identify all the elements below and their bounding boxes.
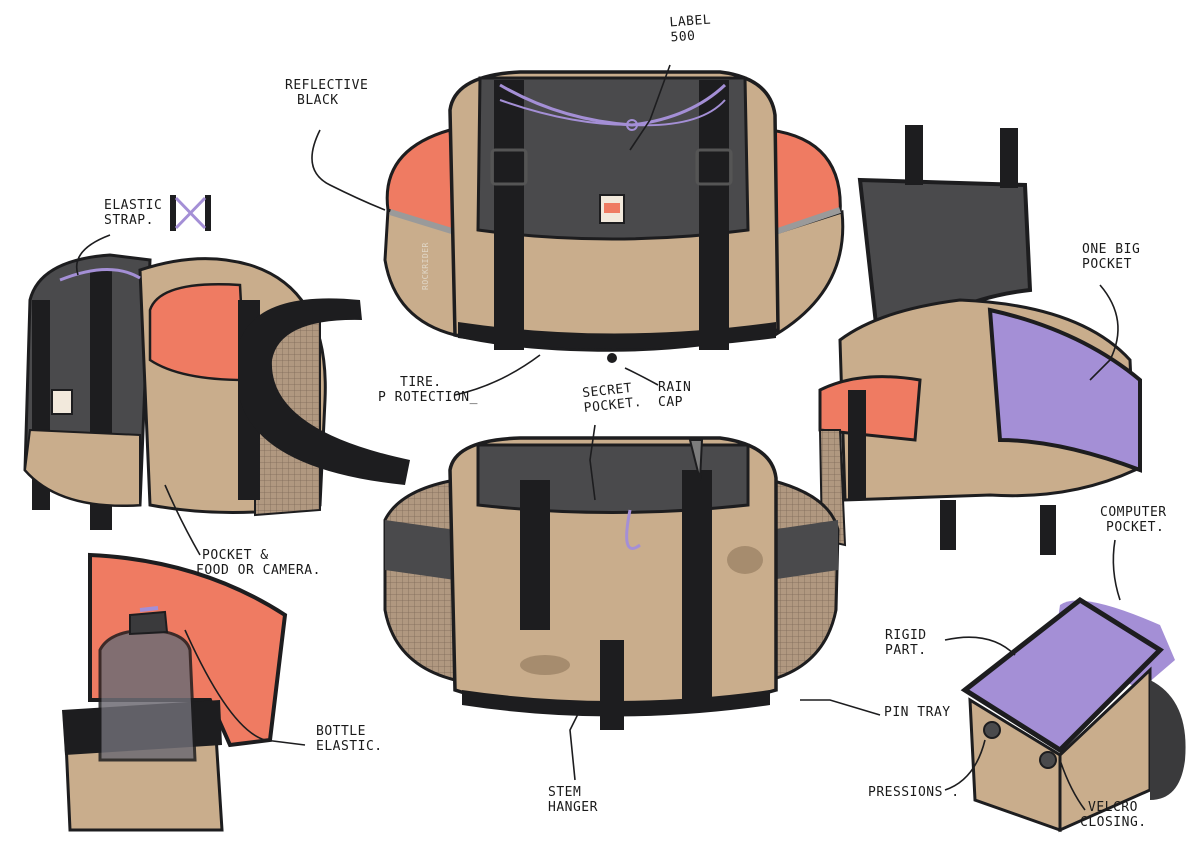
pocket-food-line2: FOOD OR CAMERA. <box>196 563 321 578</box>
one-big-pocket-line2: POCKET <box>1082 257 1132 272</box>
strap-right <box>682 470 712 700</box>
elastic-strap-line1: ELASTIC <box>104 198 163 213</box>
label-one-big-pocket: ONE BIG POCKET <box>1082 242 1140 272</box>
label-reflective-black: REFLECTIVE BLACK <box>285 78 368 108</box>
bag-front-view <box>383 70 845 363</box>
label-rain-cap: RAIN CAP <box>658 380 691 410</box>
label-500-line1: LABEL <box>669 12 712 31</box>
elastic-strap-icon <box>170 195 211 231</box>
bag-open-view <box>818 125 1142 555</box>
pressions-line1: PRESSIONS . <box>868 785 960 800</box>
stem-hanger-line2: HANGER <box>548 800 598 815</box>
reflective-black-line1: REFLECTIVE <box>285 78 369 93</box>
brand-tag-text: ROCKRIDER <box>421 242 430 290</box>
leader-lines <box>75 64 1121 811</box>
elastic-strap-line2: STRAP. <box>104 213 154 228</box>
tire-protection-line2: P ROTECTION_ <box>378 390 478 405</box>
pocket-food-line1: POCKET & <box>202 548 269 563</box>
label-stem-hanger: STEM HANGER <box>548 785 598 815</box>
tire-protection-line1: TIRE. <box>400 375 442 390</box>
label-500-line2: 500 <box>670 28 697 46</box>
label-computer-pocket: COMPUTER POCKET. <box>1100 505 1167 535</box>
label-bottle-elastic: BOTTLE ELASTIC. <box>316 724 383 754</box>
label-pin-tray: PIN TRAY <box>884 705 951 720</box>
pin-tray-line1: PIN TRAY <box>884 705 951 720</box>
bottle-bag <box>62 552 288 832</box>
bag-back-view <box>383 436 840 730</box>
rain-cap-line1: RAIN <box>658 380 692 395</box>
label-velcro-closing: VELCRO CLOSING. <box>1080 800 1147 830</box>
bag-three-quarter-view <box>23 253 410 530</box>
reflective-black-line2: BLACK <box>297 93 339 108</box>
label-500: LABEL 500 <box>669 13 713 46</box>
label-secret-pocket: SECRET POCKET. <box>582 380 643 416</box>
label-rigid-part: RIGID PART. <box>885 628 927 658</box>
velcro-closing-line2: CLOSING. <box>1080 815 1147 830</box>
bottle <box>98 628 197 762</box>
bottle-elastic-line2: ELASTIC. <box>316 739 383 754</box>
one-big-pocket-line1: ONE BIG <box>1082 242 1141 257</box>
rain-cap-line2: CAP <box>658 395 683 410</box>
coral-pocket <box>148 283 247 382</box>
bottle-elastic-line1: BOTTLE <box>316 724 366 739</box>
computer-pocket <box>960 596 1186 833</box>
rigid-part-line2: PART. <box>885 643 927 658</box>
label-tire-protection: TIRE. P ROTECTION_ <box>378 375 478 405</box>
lavender-lining <box>987 307 1142 473</box>
rigid-part-line1: RIGID <box>885 628 927 643</box>
label-pressions: PRESSIONS . <box>868 785 960 800</box>
velcro-closing-line1: VELCRO <box>1088 800 1138 815</box>
computer-pocket-line1: COMPUTER <box>1100 505 1167 520</box>
computer-pocket-line2: POCKET. <box>1106 520 1165 535</box>
handlebar <box>240 298 410 485</box>
strap-left <box>520 480 550 630</box>
stem-hanger-line1: STEM <box>548 785 582 800</box>
label-pocket-food-camera: POCKET & FOOD OR CAMERA. <box>196 548 321 578</box>
label-elastic-strap: ELASTIC STRAP. <box>104 198 162 228</box>
